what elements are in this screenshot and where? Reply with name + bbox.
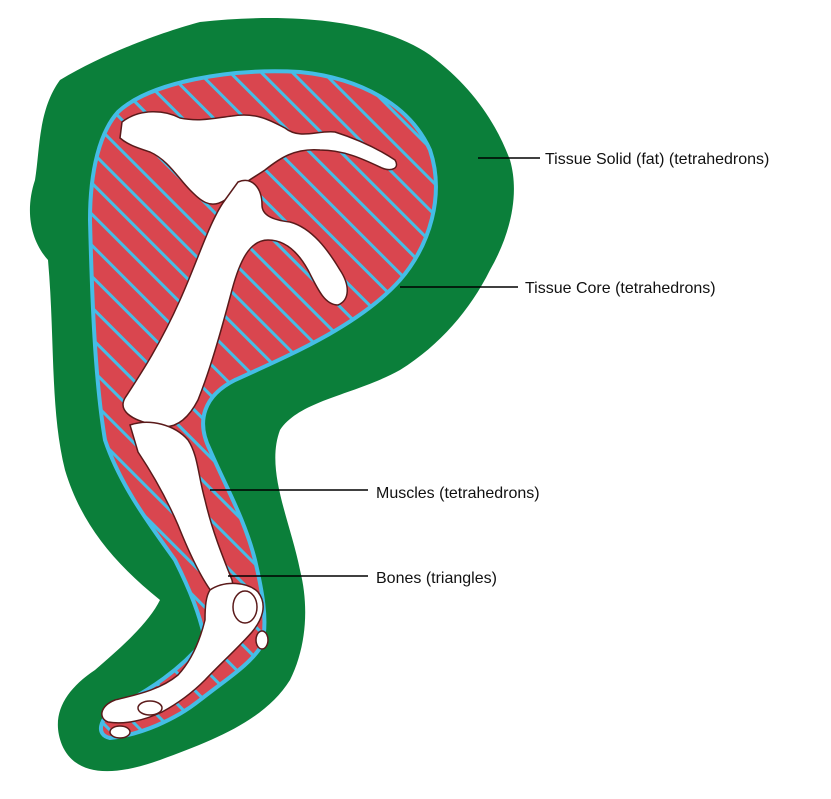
toe-bone bbox=[109, 725, 131, 739]
label-bones: Bones (triangles) bbox=[376, 570, 497, 587]
foot-bones bbox=[101, 582, 264, 724]
label-tissue-solid-fat: Tissue Solid (fat) (tetrahedrons) bbox=[545, 151, 769, 168]
bones-group bbox=[101, 111, 398, 739]
toe-bone bbox=[137, 700, 163, 716]
label-tissue-core: Tissue Core (tetrahedrons) bbox=[525, 280, 716, 297]
tissue-core-region bbox=[87, 69, 438, 741]
tibia-bone bbox=[129, 421, 234, 599]
foot-small-bone bbox=[255, 630, 269, 650]
femur-bone bbox=[122, 179, 348, 428]
pelvis-bone bbox=[119, 111, 398, 205]
patella-bone bbox=[232, 590, 258, 624]
label-muscles: Muscles (tetrahedrons) bbox=[376, 485, 540, 502]
